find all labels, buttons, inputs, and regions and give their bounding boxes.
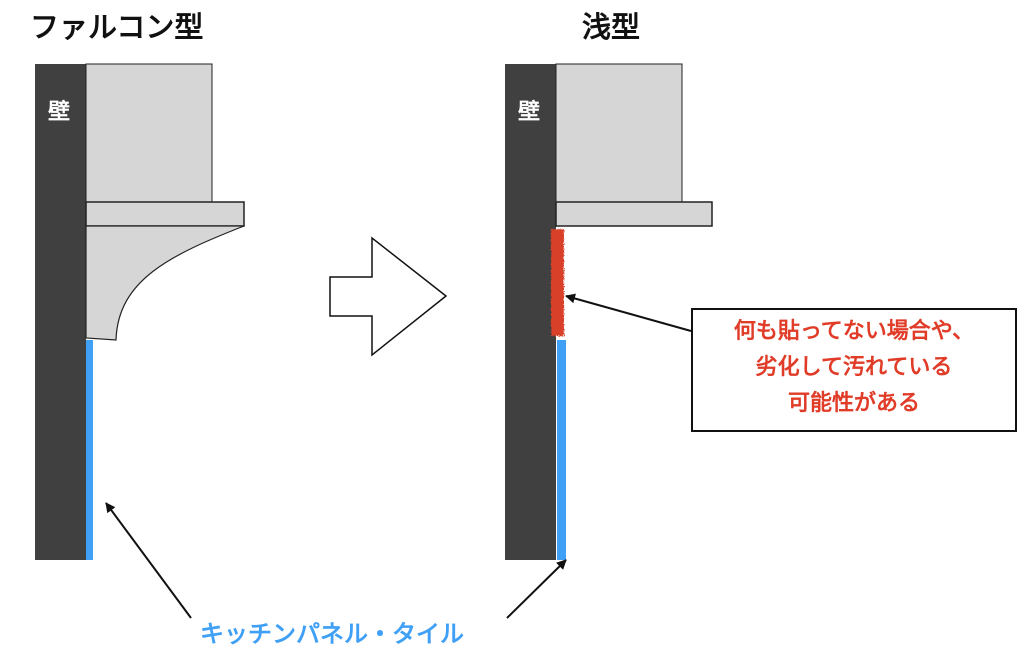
transition-arrow bbox=[329, 236, 448, 357]
left-falcon-curve bbox=[85, 225, 245, 341]
callout-box: 何も貼ってない場合や、 劣化して汚れている 可能性がある bbox=[691, 308, 1017, 432]
left-wall bbox=[35, 64, 86, 560]
right-tile-arrow bbox=[506, 559, 567, 619]
right-wall bbox=[505, 64, 556, 560]
left-wall-label: 壁 bbox=[48, 100, 71, 125]
tile-label: キッチンパネル・タイル bbox=[200, 620, 464, 648]
left-hood-body bbox=[85, 63, 213, 203]
right-tile-strip bbox=[557, 340, 566, 560]
right-hood-shelf bbox=[555, 201, 713, 227]
left-tile-strip bbox=[86, 340, 93, 560]
right-wall-label: 壁 bbox=[518, 100, 541, 125]
right-hood-body bbox=[555, 63, 683, 203]
callout-line: 可能性がある bbox=[787, 391, 920, 416]
callout-line: 何も貼ってない場合や、 bbox=[733, 319, 975, 344]
right-title: 浅型 bbox=[582, 10, 641, 44]
left-title: ファルコン型 bbox=[30, 10, 204, 44]
left-tile-arrow bbox=[105, 502, 192, 619]
callout-line: 劣化して汚れている bbox=[755, 355, 953, 380]
left-hood-shelf bbox=[85, 201, 245, 227]
callout-arrow bbox=[565, 293, 692, 332]
dirt-stain bbox=[551, 229, 564, 336]
